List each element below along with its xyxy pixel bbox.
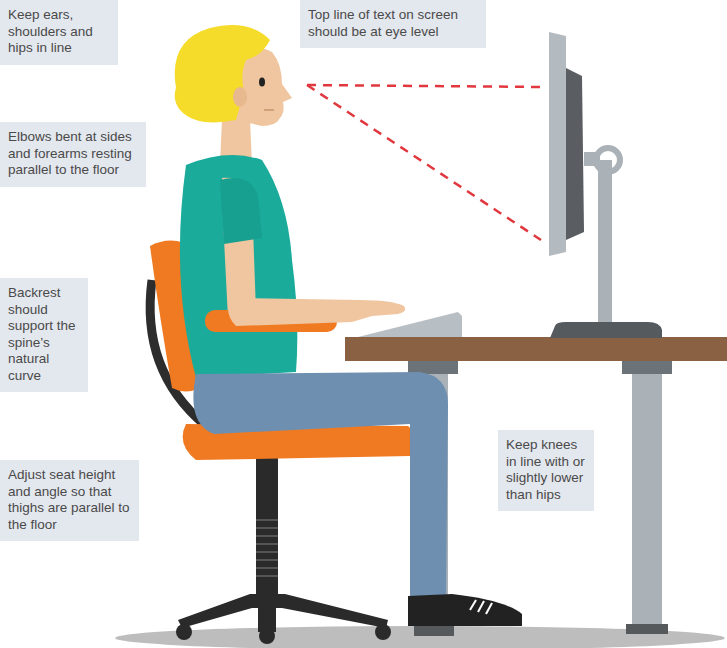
sight-line bbox=[307, 85, 541, 240]
callout-text: Keep knees in line with or slightly lowe… bbox=[506, 437, 586, 503]
shoe-stripe bbox=[478, 601, 484, 612]
monitor-screen bbox=[549, 32, 566, 256]
sight-lines bbox=[307, 85, 545, 240]
sleeve bbox=[220, 178, 262, 244]
spring-line bbox=[256, 527, 278, 529]
monitor-back bbox=[566, 68, 584, 240]
callout-box: Top line of text on screen should be at … bbox=[300, 0, 486, 48]
desk-bracket bbox=[408, 360, 458, 374]
chair-wheel bbox=[259, 628, 275, 644]
shoe-stripe bbox=[470, 600, 476, 610]
spring-line bbox=[256, 543, 278, 545]
desk-leg bbox=[632, 360, 662, 630]
sight-line bbox=[307, 85, 545, 87]
desk-bracket bbox=[622, 360, 672, 374]
hair bbox=[175, 25, 270, 123]
monitor bbox=[549, 32, 662, 338]
chair-wheel bbox=[375, 624, 391, 640]
callout-text: Keep ears, shoulders and hips in line bbox=[8, 7, 110, 57]
callout-text: Adjust seat height and angle so that thi… bbox=[8, 467, 131, 533]
desk-top bbox=[345, 337, 727, 361]
callout-box: Keep ears, shoulders and hips in line bbox=[0, 0, 118, 65]
shoe bbox=[408, 594, 522, 626]
callout-box: Elbows bent at sides and forearms restin… bbox=[0, 122, 146, 187]
jeans bbox=[193, 372, 448, 600]
eye bbox=[259, 78, 265, 87]
chair-wheel bbox=[176, 624, 192, 640]
spring-line bbox=[256, 559, 278, 561]
monitor-arm bbox=[584, 152, 600, 166]
spring-line bbox=[256, 535, 278, 537]
ear bbox=[233, 87, 247, 107]
forearm bbox=[228, 298, 405, 326]
spring-line bbox=[256, 519, 278, 521]
chair-base-leg bbox=[258, 600, 276, 632]
spring-line bbox=[256, 575, 278, 577]
callout-box: Adjust seat height and angle so that thi… bbox=[0, 460, 139, 541]
callout-box: Backrest should support the spine’s natu… bbox=[0, 278, 88, 392]
shoe-stripes bbox=[470, 600, 492, 614]
callout-text: Elbows bent at sides and forearms restin… bbox=[8, 129, 138, 179]
chair-base bbox=[178, 594, 388, 628]
desk-foot bbox=[414, 626, 454, 636]
mouth bbox=[264, 109, 274, 111]
chair-pole bbox=[256, 456, 278, 594]
spring-line bbox=[256, 551, 278, 553]
torso bbox=[180, 155, 297, 378]
person bbox=[175, 25, 522, 626]
monitor-base bbox=[550, 322, 662, 338]
desk-foot bbox=[626, 624, 668, 634]
shoe-stripe bbox=[486, 603, 492, 614]
callout-text: Backrest should support the spine’s natu… bbox=[8, 285, 80, 384]
monitor-pole bbox=[598, 160, 612, 326]
callout-box: Keep knees in line with or slightly lowe… bbox=[498, 430, 594, 511]
callout-text: Top line of text on screen should be at … bbox=[308, 7, 478, 40]
chair-spring bbox=[256, 520, 278, 576]
spring-line bbox=[256, 567, 278, 569]
